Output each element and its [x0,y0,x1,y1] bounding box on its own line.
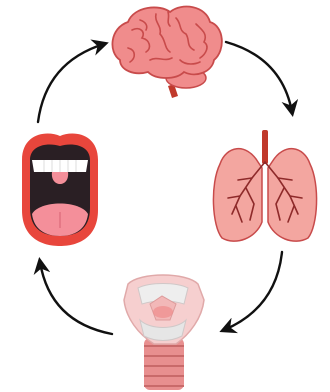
lungs-icon [213,130,316,241]
mouth-icon [22,134,98,246]
arrow-brain-to-lungs [226,42,292,112]
arrow-larynx-to-mouth [40,262,112,334]
arrow-lungs-to-larynx [224,252,282,330]
arrow-mouth-to-brain [38,44,104,122]
larynx-icon [124,275,204,390]
brain-icon [112,7,221,98]
